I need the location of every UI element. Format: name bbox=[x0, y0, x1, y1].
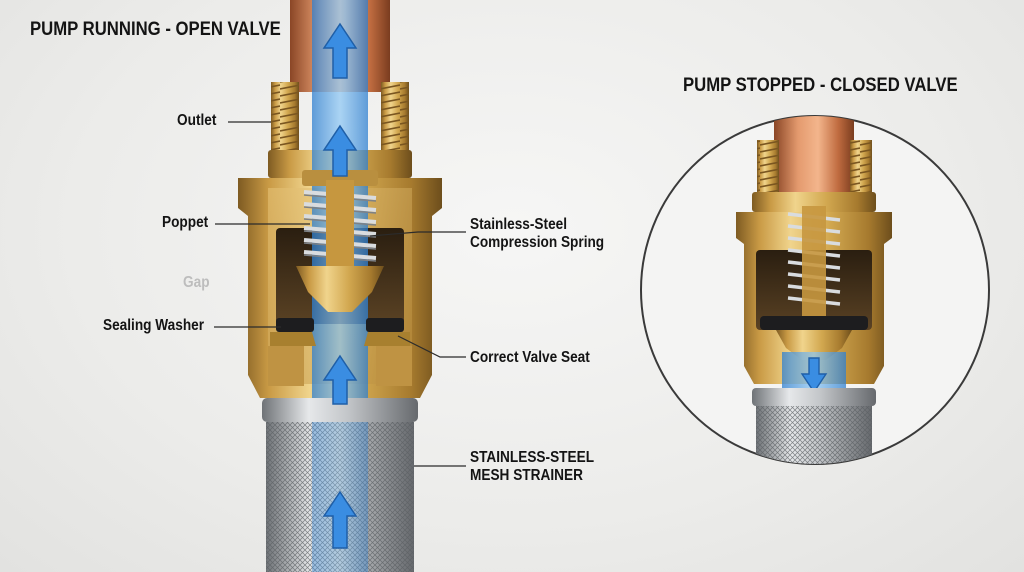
flow-down-arrow-icon bbox=[800, 357, 828, 394]
title-pump-stopped: PUMP STOPPED - CLOSED VALVE bbox=[683, 75, 958, 96]
label-valve-seat: Correct Valve Seat bbox=[470, 349, 590, 366]
label-spring-line1: Stainless-Steel bbox=[470, 216, 568, 233]
label-strainer-line1: STAINLESS-STEEL bbox=[470, 449, 595, 466]
poppet-stem bbox=[326, 180, 354, 266]
sealing-washer bbox=[276, 318, 314, 332]
label-strainer: STAINLESS-STEEL MESH STRAINER bbox=[470, 449, 594, 485]
label-spring: Stainless-Steel Compression Spring bbox=[470, 216, 604, 252]
label-sealing-washer: Sealing Washer bbox=[103, 317, 205, 334]
strainer-ring bbox=[262, 398, 418, 422]
label-strainer-line2: MESH STRAINER bbox=[470, 466, 583, 484]
open-valve-cutaway bbox=[238, 0, 442, 572]
valve-seat bbox=[270, 332, 410, 346]
label-spring-line2: Compression Spring bbox=[470, 233, 605, 251]
callout-leaders bbox=[214, 121, 466, 467]
closed-valve-inset bbox=[640, 115, 990, 465]
label-gap: Gap bbox=[183, 274, 210, 291]
flow-up-arrow-icon bbox=[322, 22, 358, 549]
title-pump-running: PUMP RUNNING - OPEN VALVE bbox=[30, 19, 281, 40]
label-outlet: Outlet bbox=[177, 112, 217, 129]
poppet-head bbox=[296, 266, 384, 312]
label-poppet: Poppet bbox=[162, 214, 209, 231]
